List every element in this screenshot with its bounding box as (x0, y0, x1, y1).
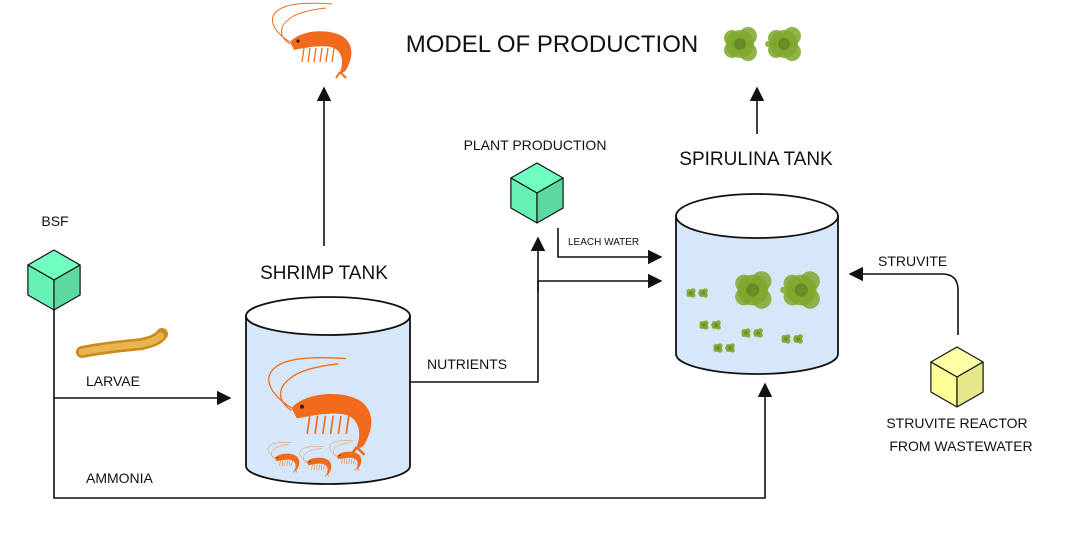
larva-icon (76, 328, 168, 358)
plant-production-cube-icon (510, 162, 564, 224)
struvite-reactor-label-line1: STRUVITE REACTOR (886, 415, 1027, 431)
small-shrimp-icon (299, 446, 332, 477)
larvae-label: LARVAE (86, 373, 140, 389)
leach-water-label: LEACH WATER (568, 237, 639, 248)
ammonia-label: AMMONIA (86, 470, 154, 486)
spirulina-cluster-icon (735, 271, 820, 309)
shrimp-tank-label: SHRIMP TANK (260, 263, 388, 284)
spirulina-tank-label: SPIRULINA TANK (679, 149, 833, 170)
ammonia-flow-arrow (53, 382, 773, 499)
spirulina-small-icon (699, 320, 721, 330)
struvite-reactor-label-line2: FROM WASTEWATER (889, 438, 1032, 454)
struvite-flow-arrow (848, 266, 959, 335)
struvite-label: STRUVITE (878, 253, 947, 269)
bsf-label: BSF (41, 213, 68, 229)
plant-production-label: PLANT PRODUCTION (464, 137, 607, 153)
struvite-reactor-cube-icon (930, 346, 984, 408)
small-shrimp-icon (329, 440, 362, 471)
spirulina-small-icon (686, 288, 708, 298)
bsf-cube-icon (27, 249, 81, 311)
nutrients-to-spirulina-arrow (537, 273, 663, 292)
small-shrimp-icon (267, 442, 300, 473)
shrimp-tank (245, 296, 411, 485)
nutrients-label: NUTRIENTS (427, 356, 507, 372)
spirulina-small-icon (781, 334, 803, 344)
spirulina-small-icon (713, 343, 735, 353)
spirulina-icon (724, 27, 801, 61)
spirulina-small-icon (741, 328, 763, 338)
shrimp-icon (272, 2, 352, 79)
leach-water-arrow (557, 228, 663, 265)
diagram-title: MODEL OF PRODUCTION (406, 31, 698, 58)
